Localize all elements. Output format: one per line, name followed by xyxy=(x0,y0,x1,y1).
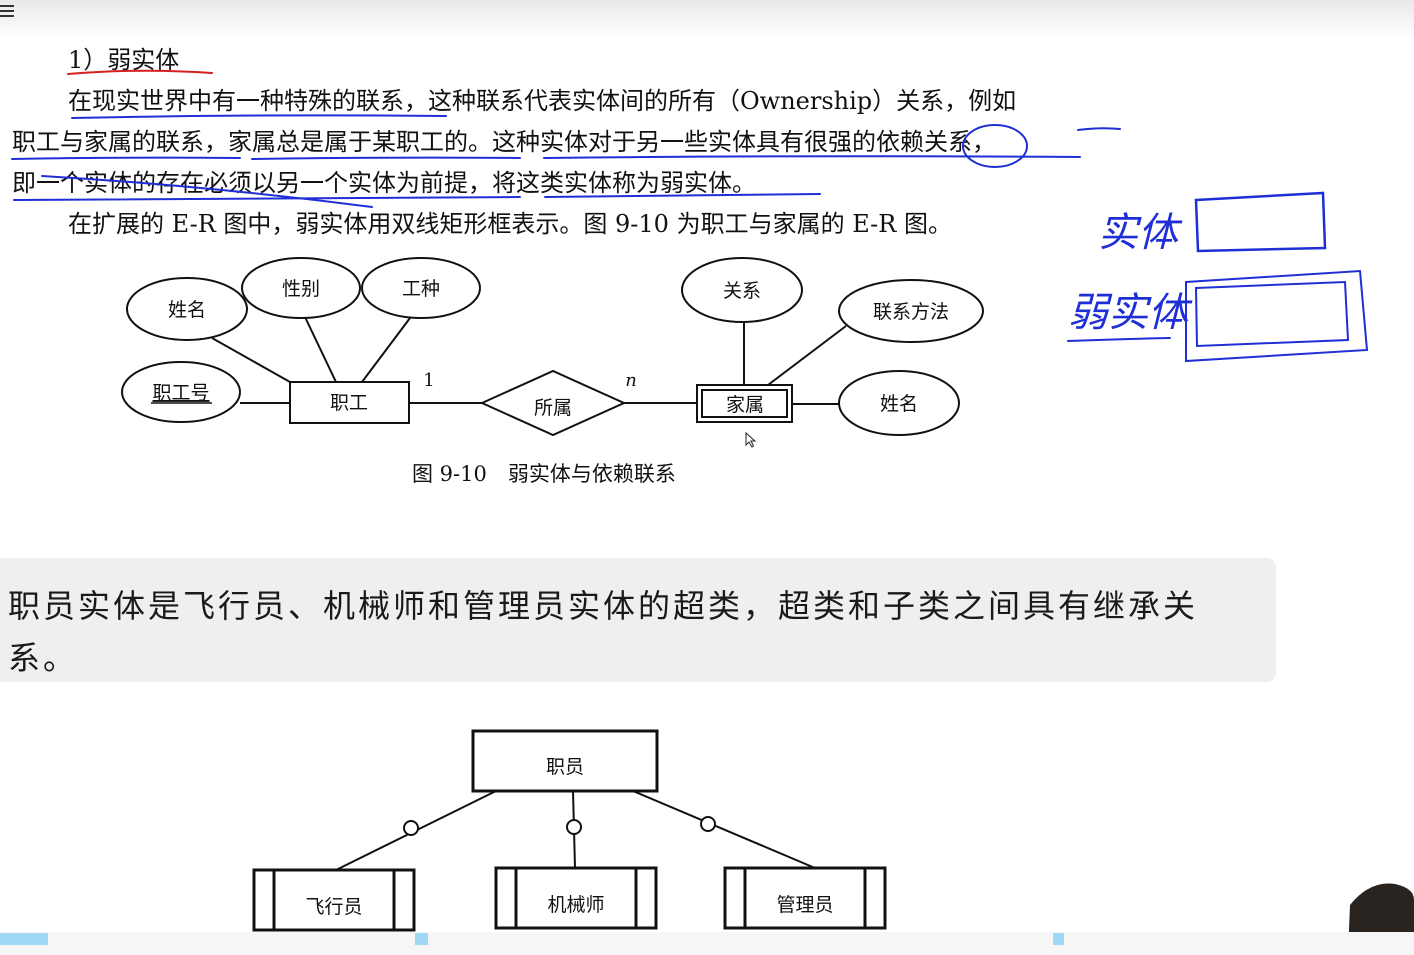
entity-employee-label: 职工 xyxy=(330,392,368,414)
attr-contact-label: 联系方法 xyxy=(873,301,949,323)
subclass-mechanic: 机械师 xyxy=(494,866,658,930)
attr-contact: 联系方法 xyxy=(838,279,984,343)
subclass-pilot: 飞行员 xyxy=(252,868,416,932)
subclass-mechanic-label: 机械师 xyxy=(547,894,604,916)
top-toolbar-fade xyxy=(0,0,1414,40)
video-progress-bar[interactable] xyxy=(0,932,1414,955)
attr-gender: 性别 xyxy=(241,257,361,319)
inheritance-circle-manager xyxy=(700,816,716,832)
menu-icon[interactable] xyxy=(0,2,14,20)
weak-entity-family-label: 家属 xyxy=(726,394,764,416)
inheritance-circle-pilot xyxy=(403,820,419,836)
handwritten-annotations xyxy=(11,69,1369,363)
attr-relation-label: 关系 xyxy=(723,280,761,302)
attr-emp-id-label: 职工号 xyxy=(152,382,209,404)
subclass-manager-label: 管理员 xyxy=(776,894,833,916)
paragraph-line-1: 在现实世界中有一种特殊的联系，这种联系代表实体间的所有（Ownership）关系… xyxy=(68,87,1017,115)
handwritten-weak-entity-note: 弱实体 xyxy=(1068,290,1193,336)
attr-emp-id: 职工号 xyxy=(121,361,241,423)
figure-caption: 图 9-10 弱实体与依赖联系 xyxy=(412,462,676,486)
attr-gender-label: 性别 xyxy=(282,278,320,300)
inheritance-circles xyxy=(403,816,716,836)
note-text: 职员实体是飞行员、机械师和管理员实体的超类，超类和子类之间具有继承关系。 xyxy=(8,587,1199,677)
subclass-manager: 管理员 xyxy=(723,866,887,930)
attr-relation: 关系 xyxy=(681,257,803,323)
paragraph-line-2: 职工与家属的联系，家属总是属于某职工的。这种实体对于另一些实体具有很强的依赖关系… xyxy=(12,128,996,156)
weak-entity-family: 家属 xyxy=(696,384,793,423)
relationship-belongs: 所属 xyxy=(479,369,627,437)
attr-name: 姓名 xyxy=(126,277,248,341)
attr-family-name: 姓名 xyxy=(838,370,960,436)
mouse-cursor-icon xyxy=(745,431,757,448)
relationship-label: 所属 xyxy=(534,397,572,419)
superclass-employee: 职员 xyxy=(471,729,659,793)
note-box: 职员实体是飞行员、机械师和管理员实体的超类，超类和子类之间具有继承关系。 xyxy=(0,558,1276,682)
progress-segment xyxy=(415,933,428,945)
paragraph-line-4: 在扩展的 E-R 图中，弱实体用双线矩形框表示。图 9-10 为职工与家属的 E… xyxy=(68,210,952,238)
cardinality-n: n xyxy=(625,370,637,391)
cardinality-one: 1 xyxy=(423,370,434,391)
attr-job: 工种 xyxy=(361,257,481,319)
handwritten-entity-note: 实体 xyxy=(1098,210,1183,256)
entity-employee: 职工 xyxy=(289,381,410,424)
progress-segment xyxy=(0,933,48,945)
er-connector-lines xyxy=(211,316,847,405)
subclass-pilot-label: 飞行员 xyxy=(305,896,362,918)
section-heading: 1）弱实体 xyxy=(68,46,180,74)
attr-family-name-label: 姓名 xyxy=(880,393,918,415)
inheritance-circle-mechanic xyxy=(566,819,582,835)
attr-job-label: 工种 xyxy=(402,278,440,300)
attr-name-label: 姓名 xyxy=(168,299,206,321)
progress-segment xyxy=(1053,933,1064,945)
superclass-label: 职员 xyxy=(546,756,584,778)
